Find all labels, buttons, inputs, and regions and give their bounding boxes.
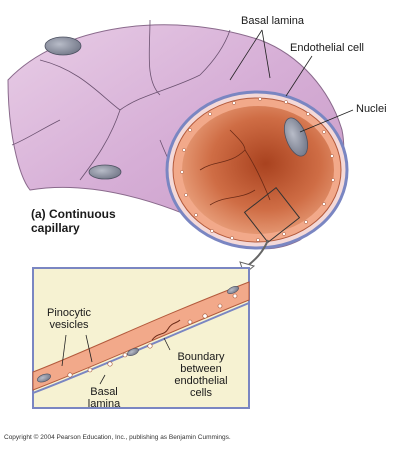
inset-nucleus-1: [37, 373, 51, 383]
label-basal-lamina-inset-line2: lamina: [87, 398, 121, 410]
inset-leader-lines: [61, 334, 171, 385]
label-pinocytic-line2: vesicles: [49, 319, 89, 331]
rim-vesicles: [180, 97, 335, 242]
label-nuclei: Nuclei: [356, 103, 387, 115]
inset-vesicles: [67, 293, 238, 378]
label-boundary-line4: cells: [189, 387, 212, 399]
inset-cell-boundary: [151, 319, 181, 341]
label-basal-lamina: Basal lamina: [241, 15, 304, 27]
label-basal-lamina-inset-line1: Basal: [90, 386, 118, 398]
label-pinocytic: Pinocytic vesicles: [38, 307, 100, 331]
copyright-notice: Copyright © 2004 Pearson Education, Inc.…: [4, 434, 231, 441]
label-pinocytic-line1: Pinocytic: [46, 307, 92, 319]
label-boundary-line3: endothelial: [174, 375, 228, 387]
label-boundary: Boundary between endothelial cells: [166, 351, 236, 399]
inset-nucleus-3: [227, 285, 239, 295]
nucleus-outer-2: [88, 164, 122, 180]
inset-endothelial-band: [32, 281, 250, 391]
label-endothelial-cell: Endothelial cell: [290, 42, 364, 54]
lumen-cell-boundaries: [199, 129, 271, 206]
label-basal-lamina-inset: Basal lamina: [82, 386, 126, 410]
leader-lines: [229, 29, 354, 133]
caption-line2: capillary: [31, 221, 80, 235]
nucleus-endothelial: [283, 117, 309, 157]
nucleus-outer-1: [44, 36, 82, 56]
inset-nucleus-2: [127, 347, 139, 357]
capillary-lumen: [182, 106, 334, 234]
label-boundary-line2: between: [180, 363, 222, 375]
caption-line1: (a) Continuous: [31, 207, 116, 221]
label-boundary-line1: Boundary: [177, 351, 225, 363]
zoom-region-box: [243, 187, 301, 243]
